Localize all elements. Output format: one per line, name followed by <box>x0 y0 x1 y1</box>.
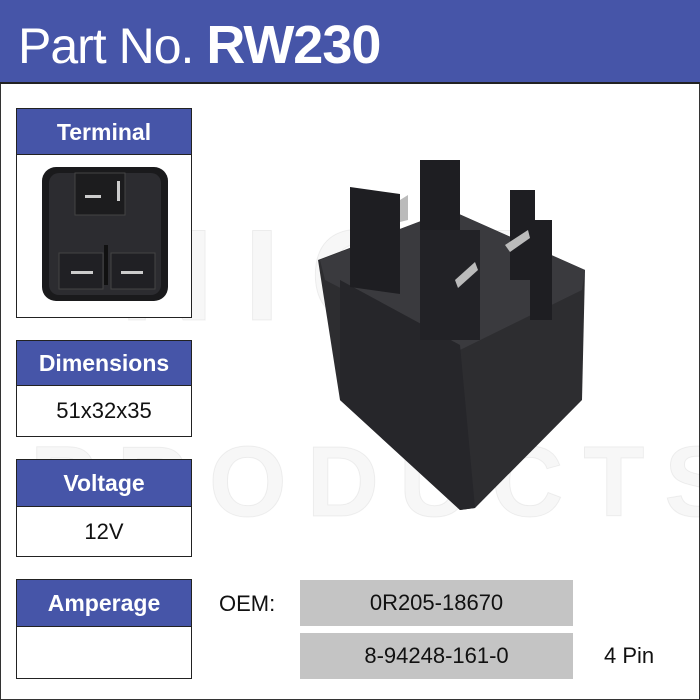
relay-product-image <box>318 160 585 510</box>
title-prefix: Part No. <box>18 18 194 74</box>
amperage-box: Amperage <box>16 579 192 679</box>
dimensions-label: Dimensions <box>17 341 191 386</box>
oem-number-1: 0R205-18670 <box>300 580 573 626</box>
oem-label: OEM: <box>219 591 276 616</box>
page-title: Part No. RW230 <box>18 14 381 76</box>
amperage-label: Amperage <box>17 580 191 627</box>
dimensions-box: Dimensions 51x32x35 <box>16 340 192 437</box>
header-bar: Part No. RW230 <box>0 0 700 84</box>
terminal-box: Terminal <box>16 108 192 318</box>
voltage-value: 12V <box>84 519 124 544</box>
part-number: RW230 <box>206 15 381 75</box>
pin-count: 4 Pin <box>604 643 655 668</box>
oem-number-2: 8-94248-161-0 <box>300 633 573 679</box>
terminal-label: Terminal <box>17 109 191 155</box>
voltage-label: Voltage <box>17 460 191 507</box>
terminal-diagram-image <box>42 167 168 301</box>
voltage-box: Voltage 12V <box>16 459 192 557</box>
dimensions-value: 51x32x35 <box>56 398 152 423</box>
